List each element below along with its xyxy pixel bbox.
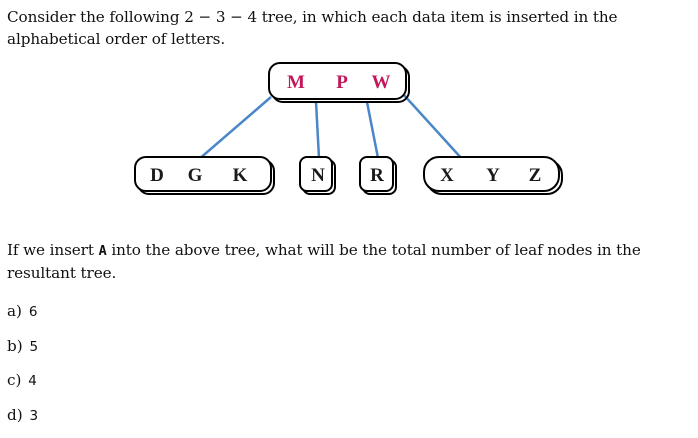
leaf-3-key-1: R — [370, 165, 384, 186]
root-key-1: M — [287, 72, 305, 93]
option-a-label: a) — [7, 302, 22, 320]
leaf-1-key-3: K — [233, 165, 248, 186]
option-c-label: c) — [7, 371, 21, 389]
option-b[interactable]: b) 5 — [7, 335, 38, 370]
option-c[interactable]: c) 4 — [7, 369, 38, 404]
leaf-1-key-2: G — [188, 165, 203, 186]
option-a[interactable]: a) 6 — [7, 300, 38, 335]
leaf-1-key-1: D — [150, 165, 164, 186]
root-key-3: W — [372, 72, 391, 93]
tree-diagram: M P W D G K N R X Y Z — [0, 0, 698, 228]
leaf-node-4: X Y Z — [424, 157, 562, 194]
option-d-label: d) — [7, 406, 23, 424]
option-b-label: b) — [7, 337, 23, 355]
option-a-value: 6 — [29, 304, 38, 320]
edge-root-to-leaf-2 — [316, 102, 319, 158]
option-c-value: 4 — [28, 373, 37, 389]
question-prompt: If we insert A into the above tree, what… — [7, 239, 693, 284]
root-node: M P W — [269, 63, 409, 102]
edge-root-to-leaf-4 — [403, 94, 463, 160]
leaf-4-key-1: X — [440, 165, 454, 186]
leaf-node-3: R — [360, 157, 396, 194]
root-key-2: P — [336, 72, 348, 93]
leaf-4-key-3: Z — [529, 165, 542, 186]
option-d-value: 3 — [29, 408, 38, 424]
inserted-key: A — [99, 243, 107, 259]
answer-options: a) 6 b) 5 c) 4 d) 3 — [7, 300, 38, 438]
leaf-node-1: D G K — [135, 157, 274, 194]
option-b-value: 5 — [29, 339, 38, 355]
edge-root-to-leaf-1 — [198, 97, 271, 160]
leaf-node-2: N — [300, 157, 335, 194]
option-d[interactable]: d) 3 — [7, 404, 38, 438]
leaf-2-key-1: N — [311, 165, 325, 186]
prompt-text-before: If we insert — [7, 241, 99, 259]
edge-root-to-leaf-3 — [367, 102, 378, 158]
leaf-4-key-2: Y — [486, 165, 500, 186]
